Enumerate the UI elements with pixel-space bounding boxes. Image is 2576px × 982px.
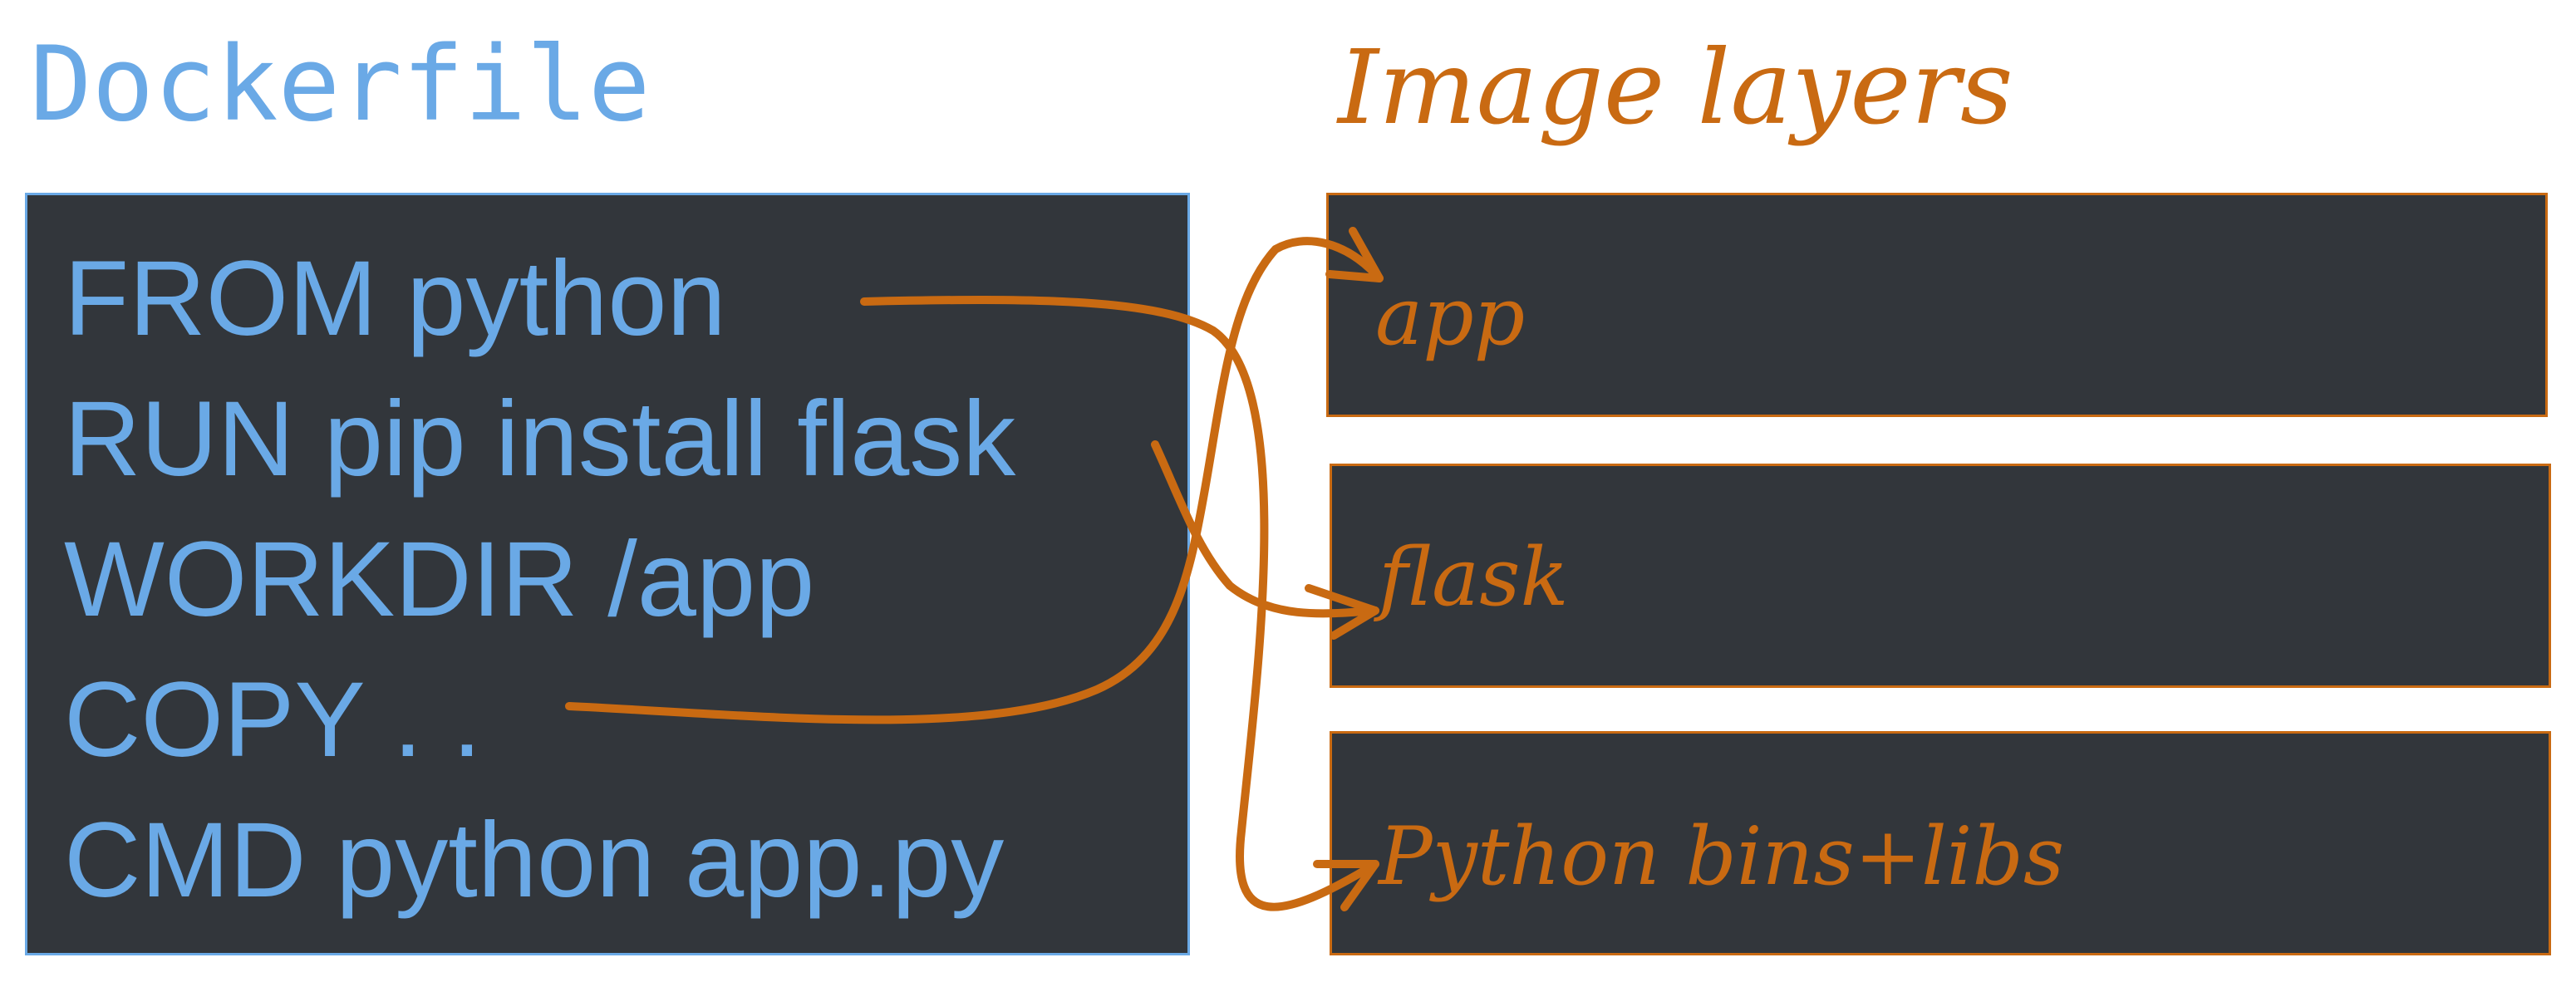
dockerfile-line-run: RUN pip install flask (64, 380, 1016, 498)
dockerfile-line-cmd: CMD python app.py (64, 801, 1005, 920)
image-layers-title: Image layers (1338, 28, 2013, 148)
layer-label-python-bins-libs: Python bins+libs (1379, 810, 2065, 903)
dockerfile-line-copy: COPY . . (64, 660, 482, 779)
dockerfile-box: FROM python RUN pip install flask WORKDI… (25, 193, 1190, 955)
dockerfile-line-workdir: WORKDIR /app (64, 520, 815, 639)
layer-app: app (1326, 193, 2548, 417)
layer-label-flask: flask (1379, 531, 1569, 624)
layer-label-app: app (1375, 270, 1526, 363)
dockerfile-title: Dockerfile (30, 25, 651, 145)
layer-flask: flask (1330, 464, 2551, 688)
layer-python-bins-libs: Python bins+libs (1330, 731, 2551, 955)
dockerfile-lines: FROM python RUN pip install flask WORKDI… (64, 228, 1015, 930)
dockerfile-line-from: FROM python (64, 239, 726, 358)
